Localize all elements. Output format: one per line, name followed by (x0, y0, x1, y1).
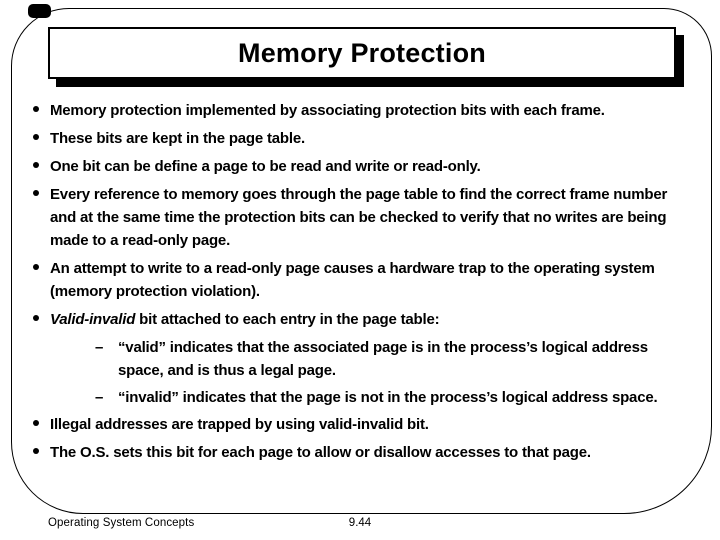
sub-bullet-item: – “invalid” indicates that the page is n… (95, 386, 693, 409)
bullet-text-italic: Valid-invalid (50, 311, 136, 328)
bullet-item: These bits are kept in the page table. (33, 127, 693, 150)
bullet-text: An attempt to write to a read-only page … (50, 260, 655, 300)
bullet-icon (33, 162, 39, 168)
bullet-item: Every reference to memory goes through t… (33, 183, 693, 252)
bullet-item: One bit can be define a page to be read … (33, 155, 693, 178)
bullet-icon (33, 134, 39, 140)
bullet-item: The O.S. sets this bit for each page to … (33, 441, 693, 464)
dash-icon: – (95, 389, 104, 406)
bullet-icon (33, 315, 39, 321)
bullet-text: The O.S. sets this bit for each page to … (50, 444, 591, 461)
bullet-icon (33, 106, 39, 112)
dash-icon: – (95, 339, 104, 356)
footer-page-number: 9.44 (348, 517, 372, 529)
title-box: Memory Protection (48, 27, 676, 79)
bullet-icon (33, 190, 39, 196)
sub-bullet-text: “valid” indicates that the associated pa… (118, 339, 648, 379)
footer-course-label: Operating System Concepts (48, 517, 195, 529)
bullet-icon (33, 420, 39, 426)
bullet-text: Memory protection implemented by associa… (50, 102, 605, 119)
sub-bullet-item: – “valid” indicates that the associated … (95, 336, 693, 382)
bullet-item: Illegal addresses are trapped by using v… (33, 413, 693, 436)
slide-border (11, 8, 712, 514)
bullet-text: Valid-invalid bit attached to each entry… (50, 308, 693, 331)
page-title: Memory Protection (238, 37, 486, 68)
bullet-list: Memory protection implemented by associa… (33, 99, 693, 469)
sub-bullet-text: “invalid” indicates that the page is not… (118, 389, 658, 406)
bullet-icon (33, 448, 39, 454)
bullet-text: These bits are kept in the page table. (50, 130, 305, 147)
bullet-text: Every reference to memory goes through t… (50, 186, 668, 249)
bullet-text: Illegal addresses are trapped by using v… (50, 416, 429, 433)
bullet-icon (33, 264, 39, 270)
bullet-item: Memory protection implemented by associa… (33, 99, 693, 122)
bullet-item: Valid-invalid bit attached to each entry… (33, 308, 693, 331)
bullet-item: An attempt to write to a read-only page … (33, 257, 693, 303)
bullet-text: One bit can be define a page to be read … (50, 158, 481, 175)
bullet-text-rest: bit attached to each entry in the page t… (135, 311, 440, 328)
